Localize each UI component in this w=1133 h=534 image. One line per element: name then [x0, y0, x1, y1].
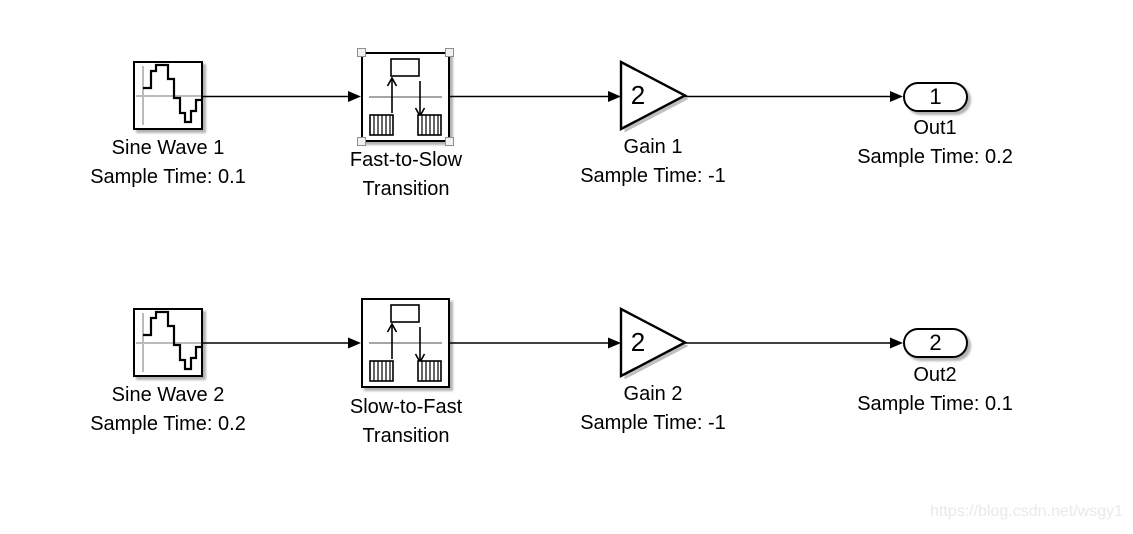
block-annotation[interactable]: Sample Time: -1 — [580, 412, 726, 434]
staircase-sine-path — [143, 63, 201, 124]
sine-wave-1-label: Sine Wave 1 Sample Time: 0.1 — [38, 134, 298, 192]
block-name[interactable]: Out2 — [913, 364, 957, 386]
arrowhead — [348, 337, 361, 349]
arrowhead — [608, 337, 621, 349]
block-name-line2[interactable]: Transition — [362, 425, 450, 447]
outport-1-block[interactable]: 1 — [903, 82, 968, 112]
block-annotation[interactable]: Sample Time: 0.2 — [90, 413, 246, 435]
block-annotation[interactable]: Sample Time: 0.2 — [857, 146, 1013, 168]
gain-triangle-icon — [619, 307, 688, 378]
icon-buffer-rect — [390, 304, 420, 323]
arrowhead — [890, 337, 903, 349]
sine-wave-2-label: Sine Wave 2 Sample Time: 0.2 — [38, 381, 298, 439]
outport-1-label: Out1 Sample Time: 0.2 — [805, 114, 1065, 172]
outport-2-block[interactable]: 2 — [903, 328, 968, 358]
watermark: https://blog.csdn.net/wsgy1 — [930, 503, 1123, 520]
discrete-sine-wave-icon — [136, 63, 201, 125]
block-name-line1[interactable]: Fast-to-Slow — [349, 149, 463, 171]
gain-triangle-icon — [619, 60, 688, 131]
block-name-line2[interactable]: Transition — [362, 178, 450, 200]
discrete-sine-wave-icon — [136, 310, 201, 372]
sine-wave-1-block[interactable] — [133, 61, 203, 130]
gain-2-label: Gain 2 Sample Time: -1 — [523, 380, 783, 438]
gain-1-block[interactable]: 2 — [618, 59, 694, 137]
block-name[interactable]: Sine Wave 1 — [111, 137, 225, 159]
icon-hatched-register-left — [369, 360, 394, 382]
block-annotation[interactable]: Sample Time: 0.1 — [857, 393, 1013, 415]
block-annotation[interactable]: Sample Time: 0.1 — [90, 166, 246, 188]
gain-value: 2 — [631, 80, 645, 110]
staircase-sine-path — [143, 310, 201, 371]
outport-number: 2 — [929, 330, 942, 355]
rate-transition-2-block[interactable] — [361, 298, 450, 388]
block-name[interactable]: Sine Wave 2 — [111, 384, 225, 406]
arrowhead — [890, 91, 903, 102]
rate-transition-1-label: Fast-to-Slow Transition — [276, 146, 536, 204]
sine-wave-2-block[interactable] — [133, 308, 203, 377]
selection-handle-top-right[interactable] — [445, 48, 454, 57]
icon-hatched-register-right — [417, 114, 442, 136]
icon-up-arrowhead — [386, 322, 398, 333]
rate-transition-icon — [369, 304, 442, 382]
selection-handle-top-left[interactable] — [357, 48, 366, 57]
block-name[interactable]: Out1 — [913, 117, 957, 139]
arrowhead — [348, 91, 361, 102]
arrowhead — [608, 91, 621, 102]
rate-transition-2-label: Slow-to-Fast Transition — [276, 393, 536, 451]
outport-number: 1 — [929, 84, 942, 109]
selection-handle-bottom-left[interactable] — [357, 137, 366, 146]
outport-2-label: Out2 Sample Time: 0.1 — [805, 361, 1065, 419]
icon-hatched-register-left — [369, 114, 394, 136]
icon-up-arrowhead — [386, 76, 398, 87]
block-name-line1[interactable]: Slow-to-Fast — [349, 396, 463, 418]
icon-buffer-rect — [390, 58, 420, 77]
block-name[interactable]: Gain 1 — [623, 136, 683, 158]
gain-value: 2 — [631, 327, 645, 357]
selection-handle-bottom-right[interactable] — [445, 137, 454, 146]
block-annotation[interactable]: Sample Time: -1 — [580, 165, 726, 187]
rate-transition-icon — [369, 58, 442, 136]
gain-1-label: Gain 1 Sample Time: -1 — [523, 133, 783, 191]
gain-2-block[interactable]: 2 — [618, 306, 694, 384]
rate-transition-1-block[interactable] — [357, 48, 454, 146]
icon-hatched-register-right — [417, 360, 442, 382]
block-name[interactable]: Gain 2 — [623, 383, 683, 405]
